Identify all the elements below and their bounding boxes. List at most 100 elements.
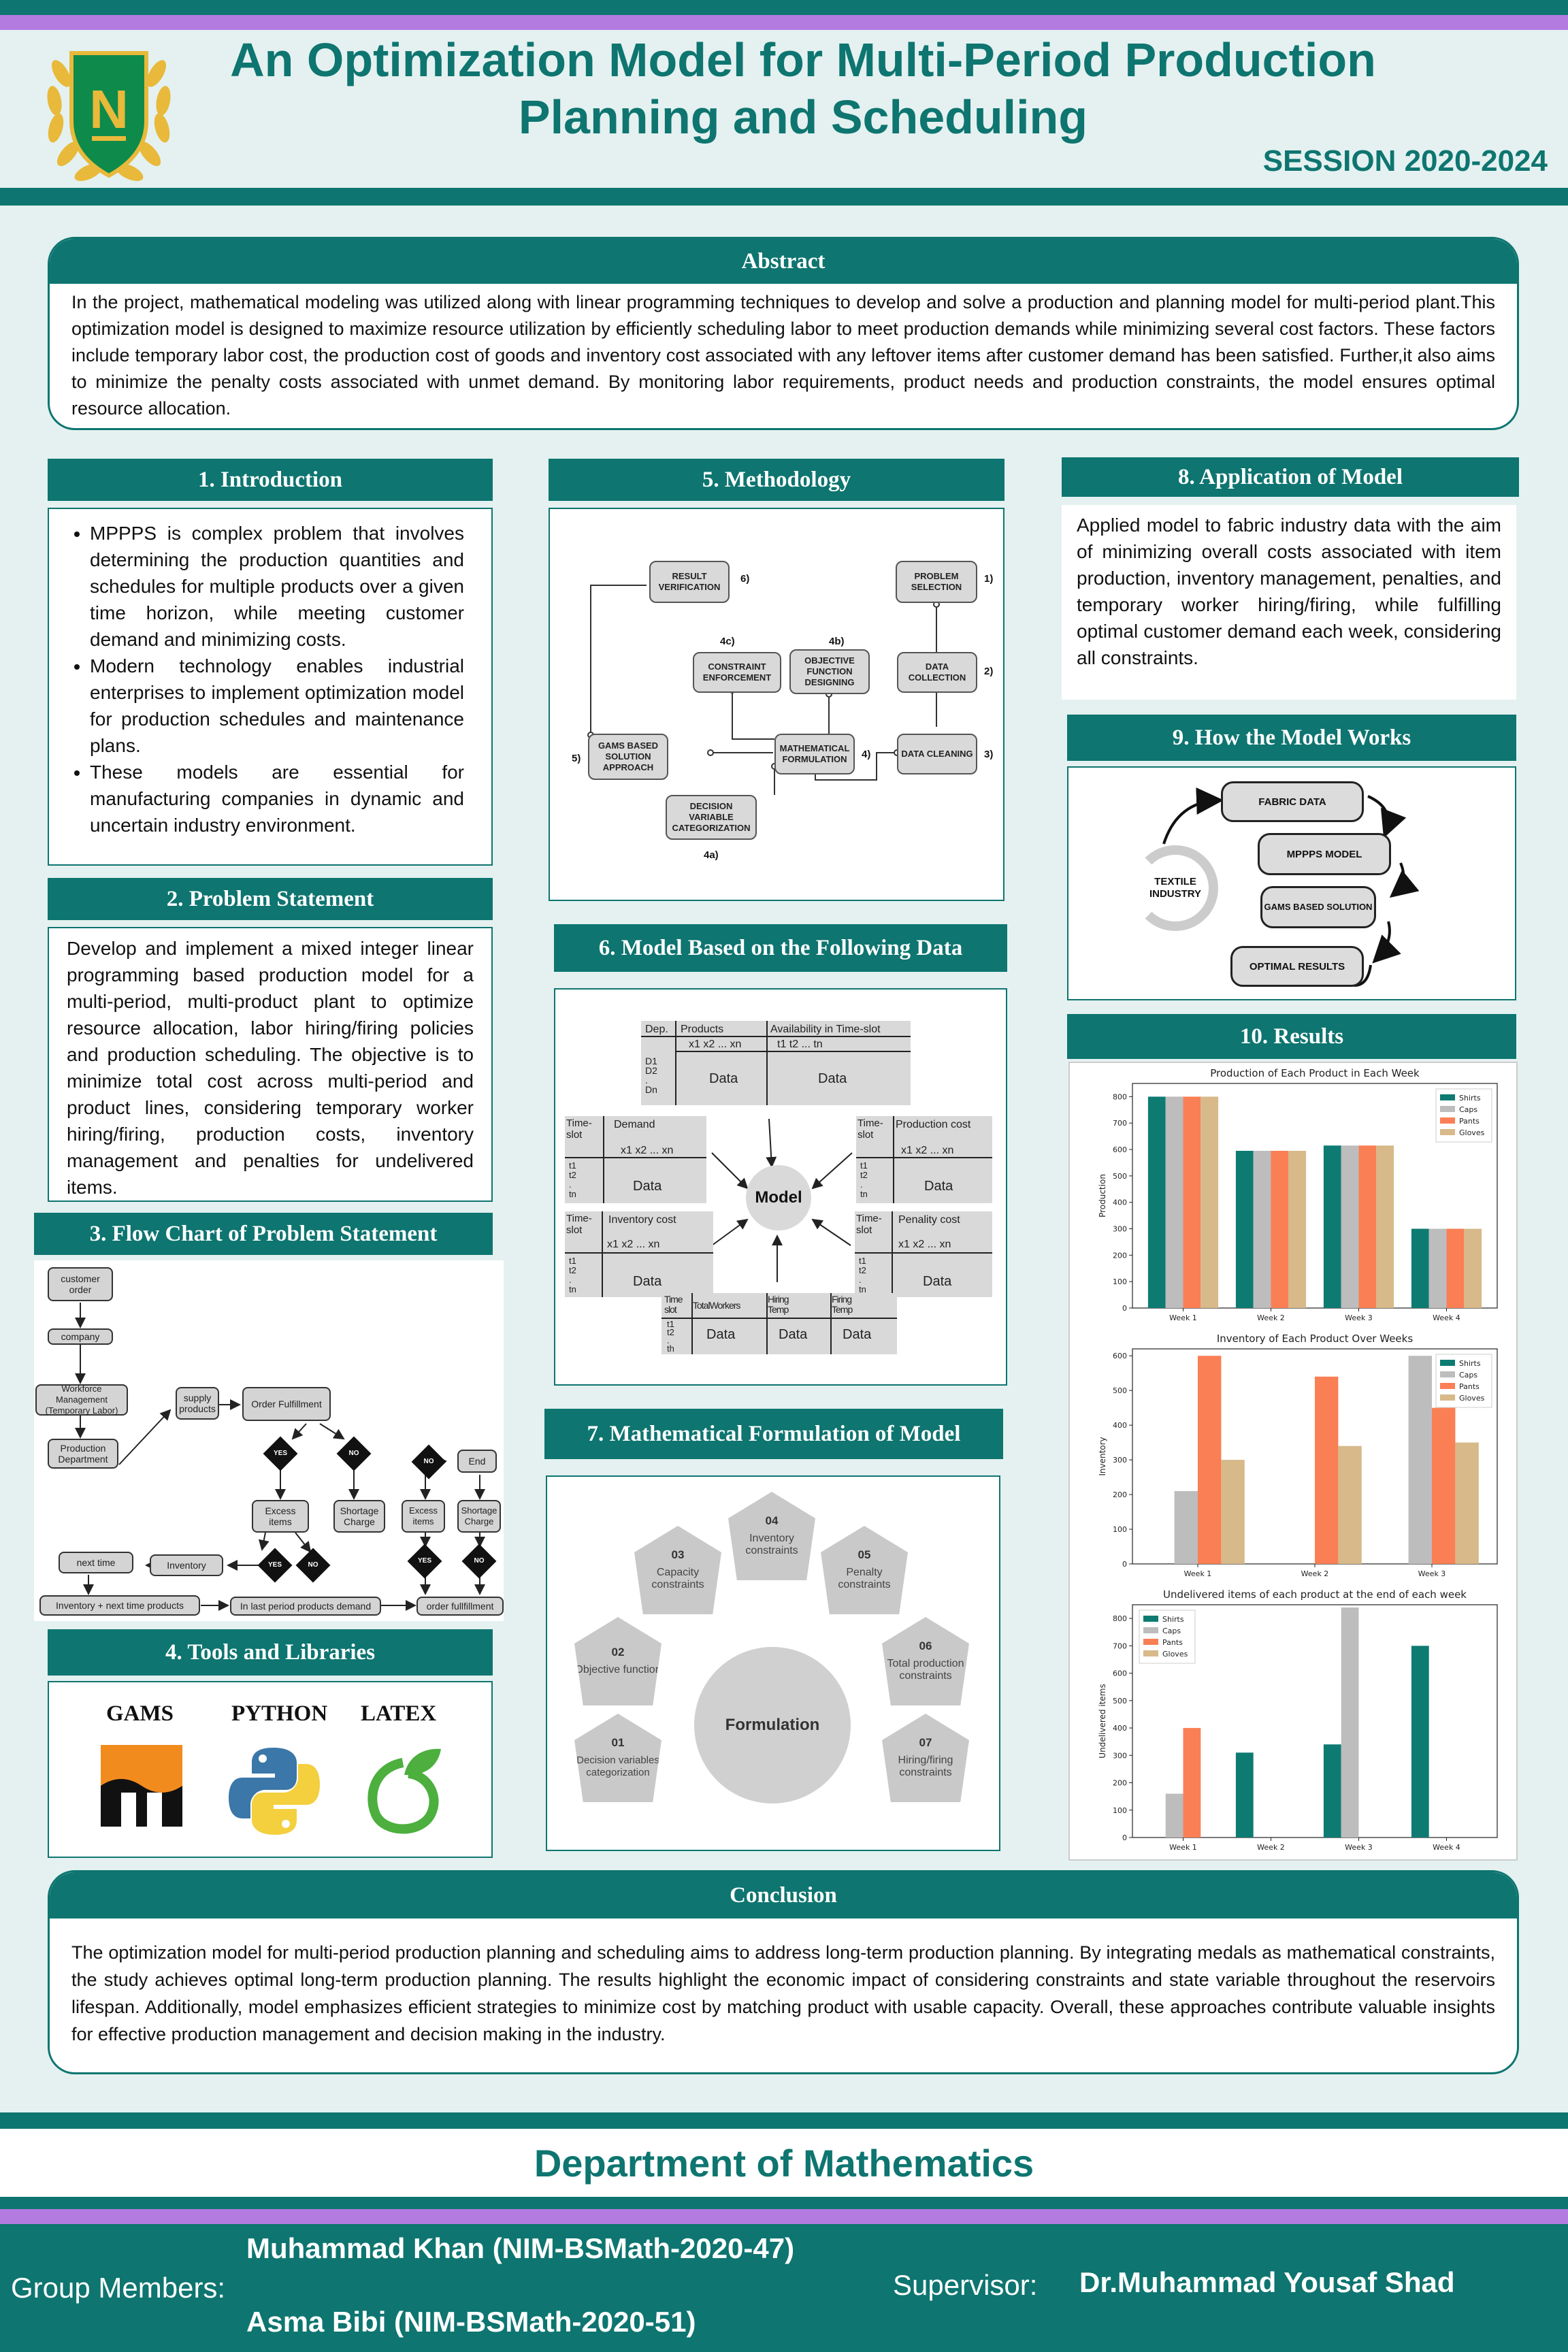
x-tick-label: Week 3 xyxy=(1345,1313,1373,1322)
y-tick-label: 100 xyxy=(1113,1525,1127,1534)
penalty-head: Penality cost xyxy=(898,1214,960,1226)
meth-n2: 2) xyxy=(984,666,994,677)
y-tick-label: 500 xyxy=(1113,1386,1127,1395)
top-bar-purple xyxy=(0,15,1568,30)
problem-text: Develop and implement a mixed integer li… xyxy=(67,938,474,1198)
y-tick-label: 600 xyxy=(1113,1352,1127,1360)
bar-caps xyxy=(1408,1356,1432,1564)
how-step-gams: GAMS BASED SOLUTION xyxy=(1260,886,1376,928)
y-tick-label: 0 xyxy=(1122,1833,1127,1842)
footer-bar-top xyxy=(0,2112,1568,2129)
bar-shirts xyxy=(1323,1744,1341,1838)
workers-data3: Data xyxy=(843,1327,872,1342)
how-title: 9. How the Model Works xyxy=(1067,715,1516,761)
model-data-title: 6. Model Based on the Following Data xyxy=(554,924,1007,972)
legend-swatch xyxy=(1440,1360,1455,1366)
meth-n4b: 4b) xyxy=(829,636,845,647)
workers-data1: Data xyxy=(706,1327,736,1342)
latex-icon xyxy=(368,1748,441,1834)
table-demand: Time-slot Demand x1 x2 ... xn t1 t2 . tn… xyxy=(565,1116,706,1203)
fc-excess-items: Excess items xyxy=(252,1500,309,1533)
legend-swatch xyxy=(1440,1094,1455,1100)
bar-shirts xyxy=(1323,1145,1341,1308)
fc-no3: NO xyxy=(423,1458,434,1465)
bar-pants xyxy=(1358,1145,1377,1308)
legend-swatch xyxy=(1440,1117,1455,1124)
title-line1: An Optimization Model for Multi-Period P… xyxy=(230,33,1376,86)
results-box: Production of Each Product in Each Week 0… xyxy=(1068,1062,1518,1861)
fc-workforce: Workforce Management (Temporary Labor) xyxy=(35,1384,128,1416)
abstract-box: Abstract In the project, mathematical mo… xyxy=(48,237,1519,430)
chart-frame xyxy=(1132,1604,1498,1838)
fc-no2: NO xyxy=(308,1561,318,1569)
inventory-data: Data xyxy=(633,1274,662,1289)
legend-swatch xyxy=(1440,1106,1455,1112)
poster-title: An Optimization Model for Multi-Period P… xyxy=(204,31,1402,146)
bar-caps xyxy=(1174,1490,1198,1564)
fc-inventory: Inventory xyxy=(150,1554,223,1576)
production-data: Data xyxy=(924,1179,953,1194)
legend-label: Pants xyxy=(1459,1382,1480,1391)
bar-pants xyxy=(1198,1356,1222,1564)
fc-no: NO xyxy=(348,1450,359,1457)
x-tick-label: Week 4 xyxy=(1433,1313,1460,1322)
bar-shirts xyxy=(1147,1096,1166,1308)
meth-n4a: 4a) xyxy=(704,849,719,861)
table-penalty: Time-slot Penality cost x1 x2 ... xn t1 … xyxy=(855,1211,992,1297)
x-tick-label: Week 4 xyxy=(1433,1843,1460,1852)
legend-label: Gloves xyxy=(1459,1394,1485,1403)
x-tick-label: Week 2 xyxy=(1257,1313,1285,1322)
inventory-t: t1 t2 . tn xyxy=(569,1256,576,1294)
bar-caps xyxy=(1341,1607,1359,1838)
y-axis-label: Inventory xyxy=(1098,1437,1107,1475)
legend-swatch xyxy=(1440,1129,1455,1135)
bar-gloves xyxy=(1376,1145,1394,1308)
header-divider xyxy=(0,188,1568,206)
model-center: Model xyxy=(746,1165,811,1230)
fc-order-full2: order fullfillment xyxy=(416,1597,504,1616)
fc-yes3: YES xyxy=(417,1557,431,1565)
demand-head: Demand xyxy=(614,1119,655,1130)
methodology-box: RESULT VERIFICATION 6) PROBLEM SELECTION… xyxy=(549,508,1004,901)
department: Department of Mathematics xyxy=(0,2129,1568,2197)
bar-caps xyxy=(1165,1793,1183,1838)
legend-swatch xyxy=(1440,1383,1455,1389)
legend-label: Shirts xyxy=(1459,1359,1481,1368)
fc-company: company xyxy=(48,1328,113,1345)
bar-pants xyxy=(1183,1096,1201,1308)
application-title: 8. Application of Model xyxy=(1062,457,1519,497)
meth-result: RESULT VERIFICATION xyxy=(649,561,730,603)
y-tick-label: 500 xyxy=(1113,1697,1127,1705)
gams-icon xyxy=(101,1745,182,1827)
meth-data-collection: DATA COLLECTION xyxy=(897,652,977,693)
workers-data2: Data xyxy=(779,1327,808,1342)
fc-excess-items2: Excess items xyxy=(402,1500,445,1533)
fc-supply: supply products xyxy=(176,1387,219,1420)
flowchart-area: customer order company Workforce Managem… xyxy=(34,1260,504,1621)
session-label: SESSION 2020-2024 xyxy=(1262,144,1548,178)
fc-end: End xyxy=(457,1450,497,1473)
meth-gams: GAMS BASED SOLUTION APPROACH xyxy=(588,734,668,780)
problem-title: 2. Problem Statement xyxy=(48,878,493,920)
bar-pants xyxy=(1271,1151,1289,1308)
intro-list: MPPPS is complex problem that involves d… xyxy=(69,520,464,838)
top-data2: Data xyxy=(818,1071,847,1086)
production-head: Production cost xyxy=(896,1119,971,1130)
demand-x: x1 x2 ... xn xyxy=(621,1145,674,1156)
tool-latex-label: LATEX xyxy=(361,1701,437,1726)
meth-n4c: 4c) xyxy=(720,636,735,647)
formulation-center: Formulation xyxy=(694,1647,851,1803)
chart-title: Production of Each Product in Each Week xyxy=(1210,1067,1420,1079)
bar-shirts xyxy=(1411,1228,1429,1308)
y-tick-label: 200 xyxy=(1113,1251,1127,1260)
y-tick-label: 600 xyxy=(1113,1145,1127,1154)
demand-data: Data xyxy=(633,1179,662,1194)
y-tick-label: 100 xyxy=(1113,1277,1127,1286)
bar-shirts xyxy=(1411,1646,1429,1838)
python-icon xyxy=(229,1748,320,1835)
